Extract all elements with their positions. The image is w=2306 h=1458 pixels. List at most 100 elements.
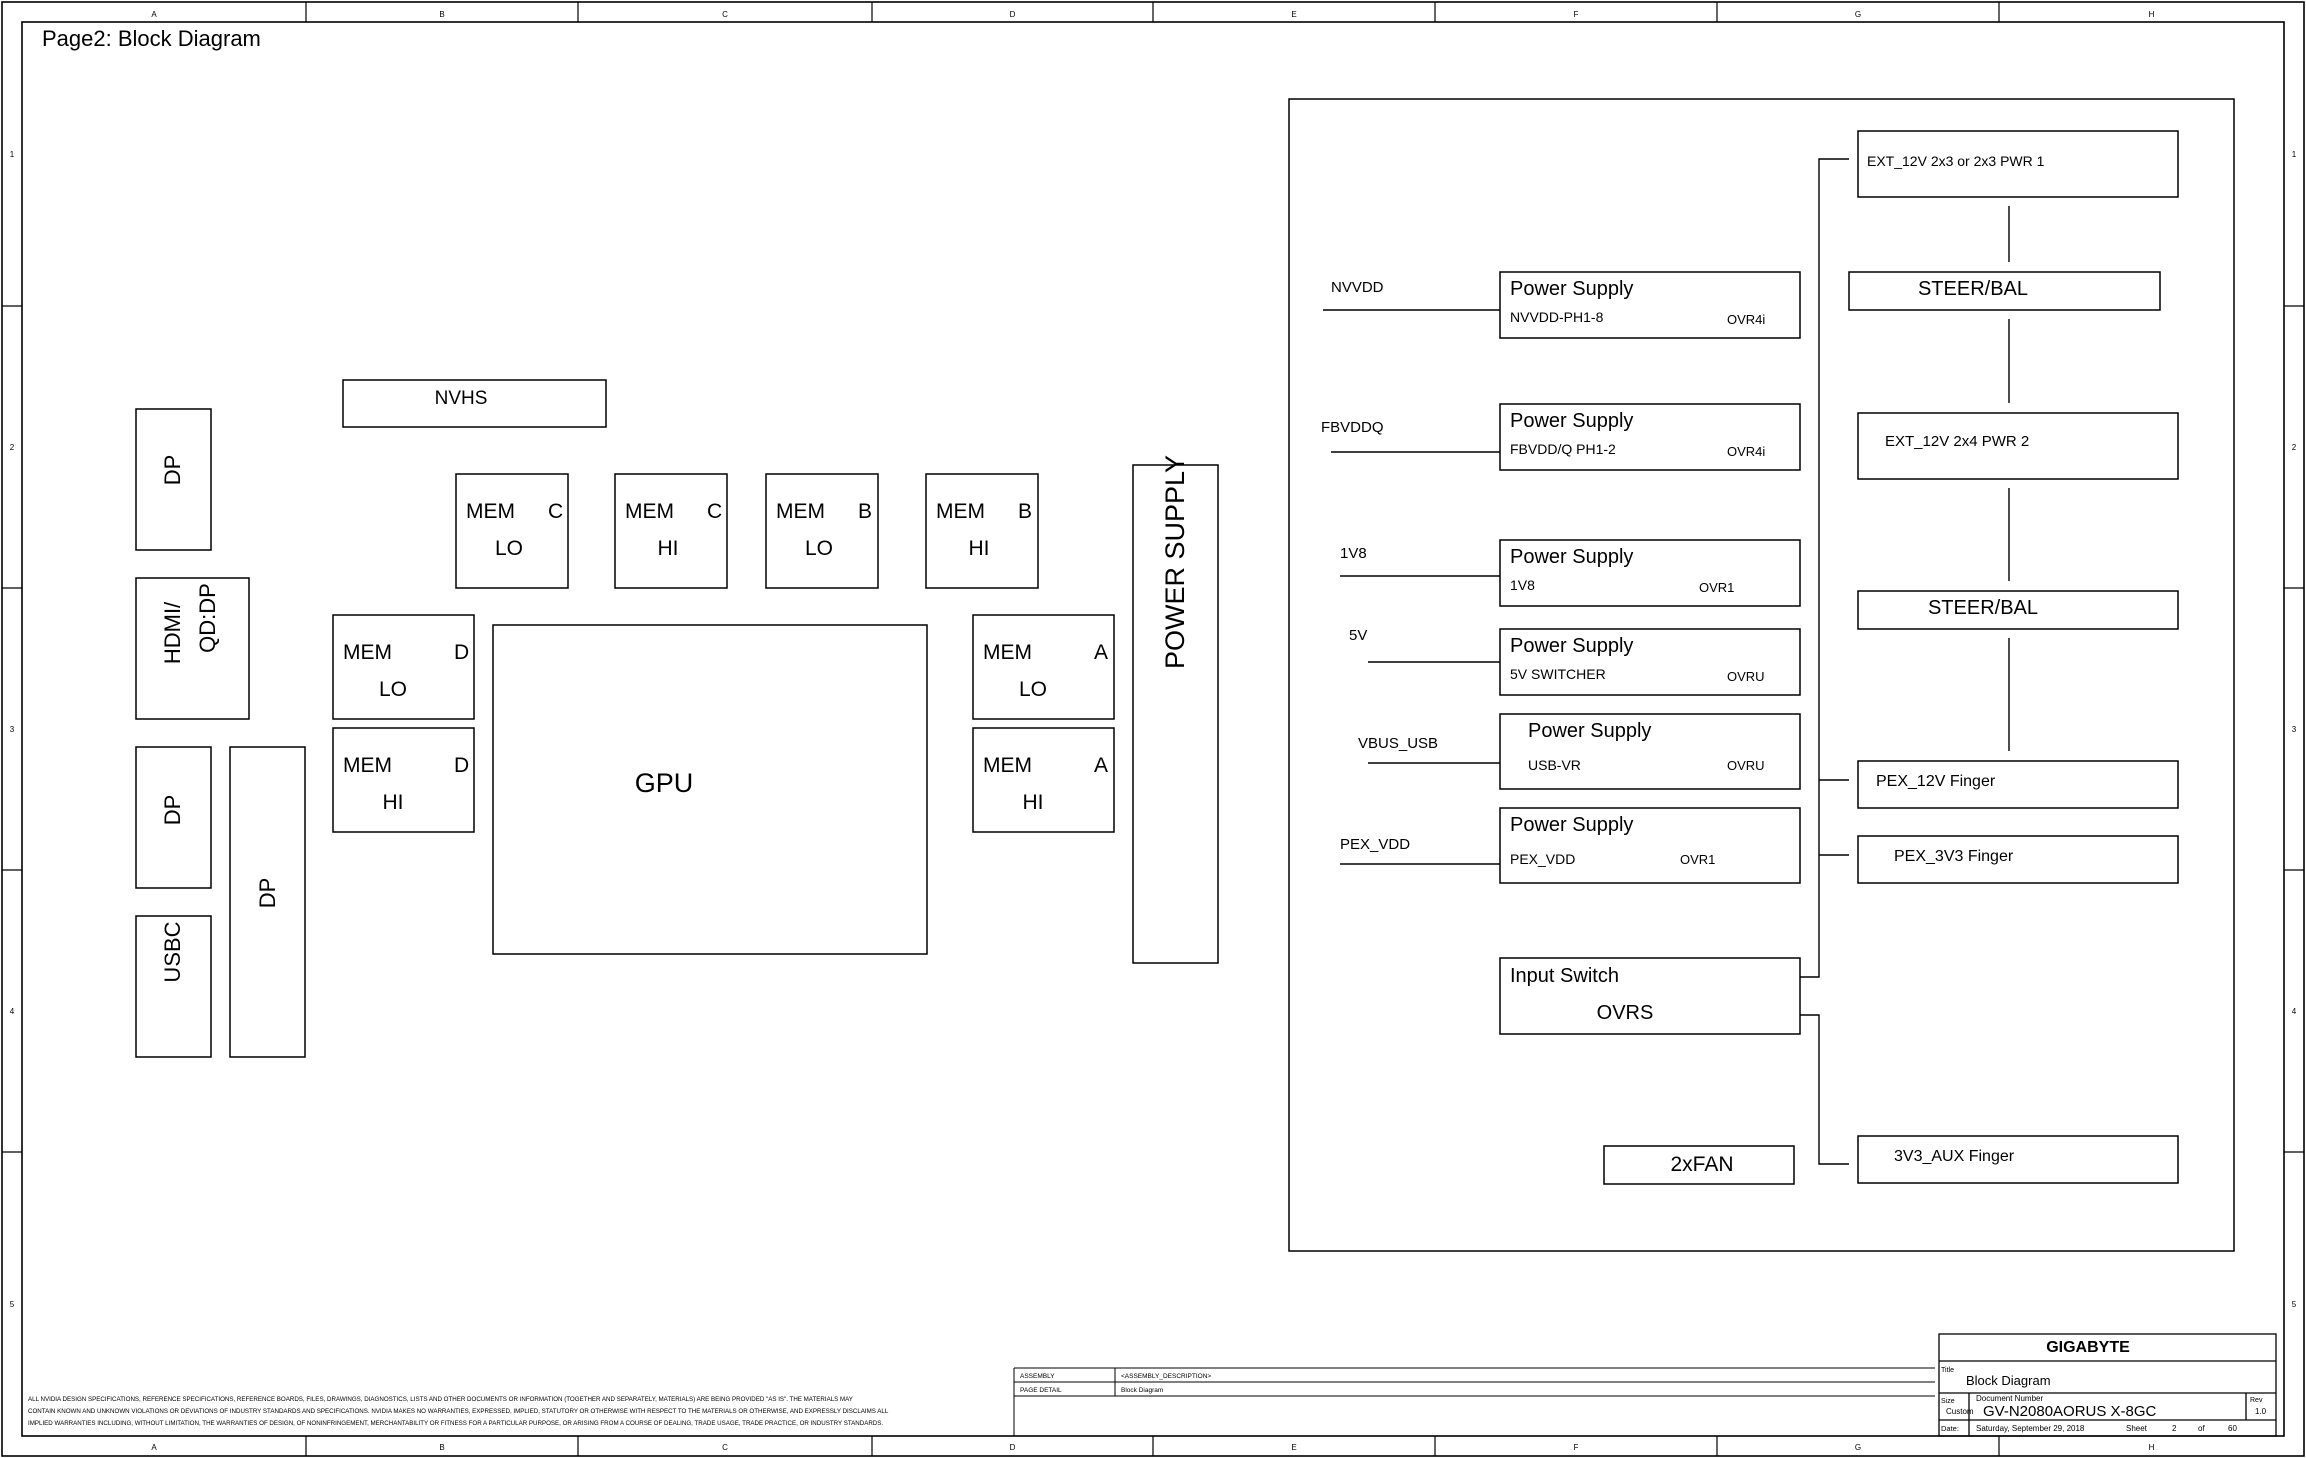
zone-row-label: 5 — [10, 1300, 15, 1309]
hdmi-label-line2: QD:DP — [195, 583, 220, 653]
power-supply-title: Power Supply — [1510, 278, 1633, 300]
mem-d-hi-box — [332, 727, 475, 833]
power-bus-lines — [1800, 158, 2010, 1165]
power-section-frame — [1288, 98, 2235, 1252]
zone-column-label: B — [439, 10, 444, 19]
ext-12v-pwr2-box — [1857, 412, 2179, 480]
dp-connector-2-label: DP — [160, 795, 185, 826]
title-block — [1938, 1333, 2277, 1437]
dp-connector-1-label: DP — [160, 455, 185, 486]
rail-vbus-usb-box — [1499, 713, 1801, 790]
zone-column-label: E — [1291, 1443, 1296, 1452]
steer-bal-1-box — [1848, 271, 2161, 311]
memory-channel: B — [858, 500, 872, 523]
zone-row-label: 2 — [10, 443, 15, 452]
docnum-label: Document Number — [1976, 1394, 2043, 1403]
zone-row-label: 2 — [2292, 443, 2297, 452]
usbc-connector-box — [135, 915, 212, 1058]
rail-nvvdd-box — [1499, 271, 1801, 339]
mem-b-hi-box — [925, 473, 1039, 589]
memory-part: HI — [658, 537, 679, 560]
dp-connector-3-label: DP — [255, 878, 280, 909]
memory-part: LO — [1019, 678, 1047, 701]
svg-text:ALL NVIDIA DESIGN SPECIFICATIO: ALL NVIDIA DESIGN SPECIFICATIONS, REFERE… — [28, 1396, 853, 1403]
rail-1v8-box — [1499, 539, 1801, 607]
pex-3v3-finger-label: PEX_3V3 Finger — [1894, 848, 2014, 865]
power-supply-box — [1132, 464, 1219, 964]
page-title: Page2: Block Diagram — [42, 26, 261, 51]
hdmi-connector-box — [135, 577, 250, 720]
sheet-of-label: of — [2198, 1424, 2205, 1433]
zone-column-label: C — [722, 1443, 728, 1452]
memory-channel: B — [1018, 500, 1032, 523]
power-supply-phase: 5V SWITCHER — [1510, 666, 1606, 682]
rail-pex-vdd-net-label: PEX_VDD — [1340, 836, 1410, 853]
ext-12v-pwr1-label: EXT_12V 2x3 or 2x3 PWR 1 — [1867, 153, 2045, 169]
memory-name: MEM — [776, 500, 825, 523]
power-supply-phase: NVVDD-PH1-8 — [1510, 309, 1604, 325]
power-supply-controller: OVR4i — [1727, 312, 1765, 327]
zone-column-label: H — [2149, 10, 2155, 19]
aux-3v3-finger-box — [1857, 1135, 2179, 1184]
pex-3v3-finger-box — [1857, 835, 2179, 884]
zone-column-label: A — [151, 1443, 157, 1452]
memory-channel: D — [454, 641, 469, 664]
power-supply-title: Power Supply — [1510, 635, 1633, 657]
power-supply-title: Power Supply — [1510, 410, 1633, 432]
power-supply-phase: USB-VR — [1528, 757, 1581, 773]
date-label: Date: — [1941, 1424, 1959, 1433]
rail-fbvddq-box — [1499, 403, 1801, 471]
zone-row-label: 1 — [2292, 150, 2297, 159]
mem-c-hi-box — [614, 473, 728, 589]
zone-column-label: G — [1855, 1443, 1861, 1452]
input-switch-title: Input Switch — [1510, 965, 1619, 987]
zone-column-label: C — [722, 10, 728, 19]
rail-1v8-net-label: 1V8 — [1340, 545, 1367, 562]
zone-column-label: A — [151, 10, 157, 19]
sheet-value: 2 — [2172, 1424, 2177, 1433]
memory-part: LO — [379, 678, 407, 701]
input-switch-ctrl: OVRS — [1597, 1002, 1654, 1024]
nvhs-label: NVHS — [435, 388, 488, 409]
memory-part: HI — [969, 537, 990, 560]
power-supply-title: Power Supply — [1510, 546, 1633, 568]
zone-row-label: 3 — [2292, 725, 2297, 734]
memory-part: HI — [383, 791, 404, 814]
memory-name: MEM — [343, 754, 392, 777]
memory-part: LO — [805, 537, 833, 560]
zone-row-label: 5 — [2292, 1300, 2297, 1309]
power-supply-controller: OVR1 — [1680, 852, 1715, 867]
dp-connector-1-box — [135, 408, 212, 551]
rail-pex-vdd-box — [1499, 807, 1801, 884]
memory-part: LO — [495, 537, 523, 560]
sheet-total: 60 — [2228, 1424, 2237, 1433]
zone-column-label: E — [1291, 10, 1296, 19]
power-supply-phase: PEX_VDD — [1510, 851, 1575, 867]
memory-name: MEM — [983, 754, 1032, 777]
zone-column-label: D — [1010, 1443, 1016, 1452]
zone-column-label: F — [1574, 10, 1579, 19]
zone-row-label: 3 — [10, 725, 15, 734]
memory-channel: A — [1094, 641, 1108, 664]
mem-a-hi-box — [972, 727, 1115, 833]
gpu-label: GPU — [635, 768, 694, 798]
aux-3v3-finger-label: 3V3_AUX Finger — [1894, 1148, 2015, 1165]
ext-12v-pwr1-box — [1857, 130, 2179, 198]
rev-value: 1.0 — [2255, 1407, 2267, 1416]
memory-name: MEM — [936, 500, 985, 523]
steer-bal-2-label: STEER/BAL — [1928, 597, 2038, 619]
assembly-value: <ASSEMBLY_DESCRIPTION> — [1121, 1373, 1211, 1380]
